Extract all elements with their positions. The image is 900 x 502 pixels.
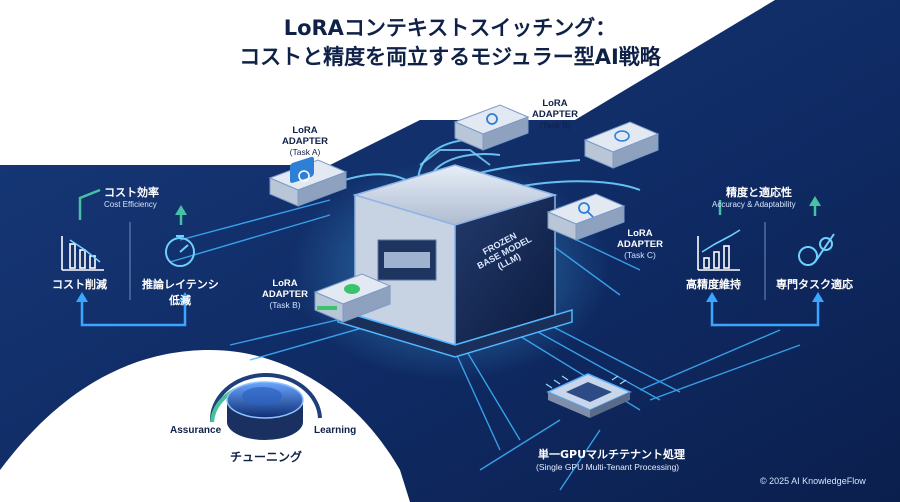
- white-mound: [0, 350, 410, 502]
- gear-icon: [486, 113, 498, 125]
- cost-reduction-label: コスト削減: [52, 278, 107, 291]
- adapter-task: (Task B): [269, 300, 301, 310]
- tuning-label: チューニング: [230, 450, 303, 464]
- adapter-name: LoRA: [542, 98, 568, 109]
- left-panel-title: コスト効率: [104, 186, 159, 199]
- search-icon: [578, 202, 590, 214]
- tuning-learning-label: Learning: [314, 425, 357, 436]
- adapter-label-task-a: LoRA ADAPTER (Task A): [270, 125, 340, 158]
- stopwatch-icon: [165, 235, 195, 267]
- adapter-module-chat-top: [583, 121, 660, 169]
- adapter-label-task-c: LoRA ADAPTER (Task C): [605, 228, 675, 261]
- adapter-module-task-a: [268, 156, 348, 207]
- title-line-1: LoRAコンテキストスイッチング：: [283, 16, 617, 40]
- tuning-assurance-label: Assurance: [170, 425, 222, 436]
- cost-chart-icon: [61, 236, 104, 271]
- right-panel-title: 精度と適応性: [726, 186, 792, 199]
- adapter-module-task-b-bottom: [313, 273, 392, 323]
- adapter-label-task-b-top: LoRA ADAPTER (Task B): [520, 98, 590, 131]
- latency-label-line-2: 低減: [169, 294, 191, 307]
- page-title: LoRAコンテキストスイッチング： コストと精度を両立するモジュラー型AI戦略: [0, 14, 900, 72]
- growth-chart-icon: [697, 229, 741, 271]
- adapter-module-task-c: [546, 193, 626, 241]
- title-line-2: コストと精度を両立するモジュラー型AI戦略: [239, 45, 661, 69]
- chat-bubble-icon: [344, 284, 360, 294]
- task-adaptation-label: 専門タスク適応: [776, 278, 853, 291]
- adapter-task: (Task C): [624, 250, 656, 260]
- adapter-name: LoRA: [292, 125, 318, 136]
- gpu-chip-icon: [545, 373, 632, 418]
- gpu-subtitle: (Single GPU Multi-Tenant Processing): [536, 462, 680, 472]
- high-accuracy-label: 高精度維持: [686, 278, 741, 291]
- adapter-label-task-b-bottom: LoRA ADAPTER (Task B): [250, 278, 320, 311]
- copyright: © 2025 AI KnowledgeFlow: [760, 476, 866, 486]
- adapter-task: (Task A): [289, 147, 321, 157]
- adapter-name: LoRA: [627, 228, 653, 239]
- adapter-task: (Task B): [539, 120, 571, 130]
- gears-tools-icon: [798, 233, 835, 266]
- right-panel-subtitle: Accuracy & Adaptability: [712, 200, 796, 209]
- chat-bubble-icon: [614, 130, 630, 142]
- latency-reduction-label: 推論レイテンシ 低減: [142, 276, 219, 308]
- adapter-name: LoRA: [272, 278, 298, 289]
- adapter-module-task-b-top: [453, 104, 530, 151]
- gear-icon: [298, 170, 310, 182]
- latency-label-line-1: 推論レイテンシ: [142, 278, 219, 291]
- adapter-type: ADAPTER: [262, 289, 308, 300]
- adapter-type: ADAPTER: [532, 109, 578, 120]
- adapter-type: ADAPTER: [282, 136, 328, 147]
- adapter-type: ADAPTER: [617, 239, 663, 250]
- left-panel-subtitle: Cost Efficiency: [104, 200, 157, 209]
- gpu-title: 単一GPUマルチテナント処理: [538, 448, 686, 461]
